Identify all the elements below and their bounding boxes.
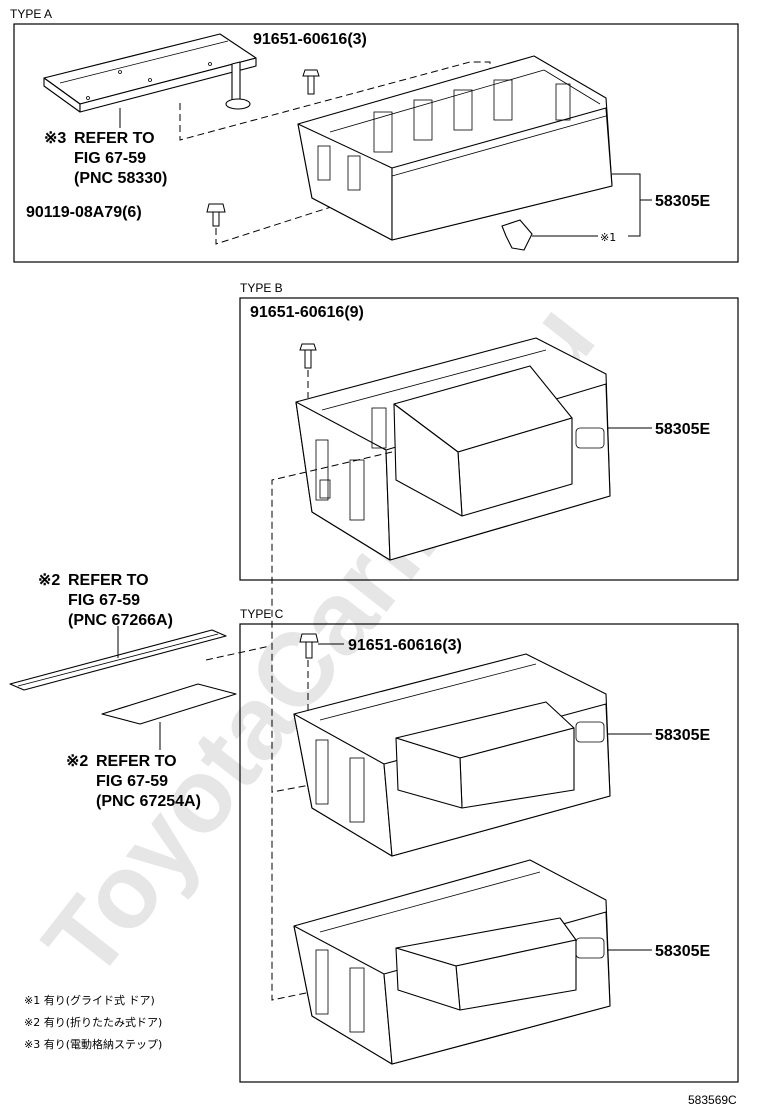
refer-mat-long-line3: (PNC 67266A): [68, 612, 173, 629]
type-b-title: TYPE B: [240, 281, 283, 295]
type-b-bolt-label: 91651-60616(9): [250, 304, 364, 321]
refer-mat-long-line2: FIG 67-59: [68, 592, 140, 609]
bracket-part: [501, 219, 533, 251]
step-board-part: [43, 33, 257, 113]
diagram-id: 583569C: [688, 1093, 737, 1107]
type-c-bolt-label: 91651-60616(3): [348, 637, 462, 654]
tray-a-part: [297, 55, 613, 241]
type-a-frame: [13, 23, 739, 263]
type-a-refer-mark: ※3: [44, 130, 66, 147]
type-c-title: TYPE C: [240, 607, 284, 621]
type-a-bracket-mark: ※1: [600, 231, 616, 244]
type-c-section: TYPE C 91651-60616(3) 58305E: [239, 607, 739, 1083]
note-2: ※2 有り(折りたたみ式ドア): [24, 1015, 162, 1029]
long-mat-part: [9, 629, 227, 691]
bolt-icon: [299, 343, 317, 369]
type-a-section: TYPE A ※3 REFER TO FIG 67-59 (PNC 58330)…: [10, 7, 739, 263]
refer-mat-small-line1: REFER TO: [96, 753, 177, 770]
type-a-screw-label: 90119-08A79(6): [26, 204, 142, 221]
bolt-icon: [302, 69, 320, 95]
refer-mat-long-line1: REFER TO: [68, 572, 149, 589]
tray-c-upper-part: [293, 653, 611, 857]
note-3: ※3 有り(電動格納ステップ): [24, 1037, 162, 1051]
type-c-frame: [239, 623, 739, 1083]
note-1: ※1 有り(グライド式 ドア): [24, 993, 155, 1007]
refer-mat-small-mark: ※2: [66, 753, 88, 770]
bolt-icon: [299, 633, 319, 659]
screw-icon: [206, 203, 226, 227]
type-b-part-label: 58305E: [655, 421, 710, 438]
type-a-title: TYPE A: [10, 7, 52, 21]
refer-mat-small-line2: FIG 67-59: [96, 773, 168, 790]
type-a-refer-line3: (PNC 58330): [74, 170, 167, 187]
type-b-frame: [239, 297, 739, 581]
refer-mat-long-mark: ※2: [38, 572, 60, 589]
type-c-part-label-lower: 58305E: [655, 943, 710, 960]
type-a-part-label: 58305E: [655, 193, 710, 210]
small-mat-part: [101, 683, 237, 725]
tray-c-lower-part: [293, 859, 611, 1065]
tray-b-part: [295, 337, 611, 561]
type-a-bolt-label: 91651-60616(3): [253, 31, 367, 48]
refer-mat-small-line3: (PNC 67254A): [96, 793, 201, 810]
type-b-section: TYPE B 91651-60616(9) 58305E: [239, 281, 739, 581]
type-a-refer-line2: FIG 67-59: [74, 150, 146, 167]
type-c-part-label-upper: 58305E: [655, 727, 710, 744]
type-a-refer-line1: REFER TO: [74, 130, 155, 147]
